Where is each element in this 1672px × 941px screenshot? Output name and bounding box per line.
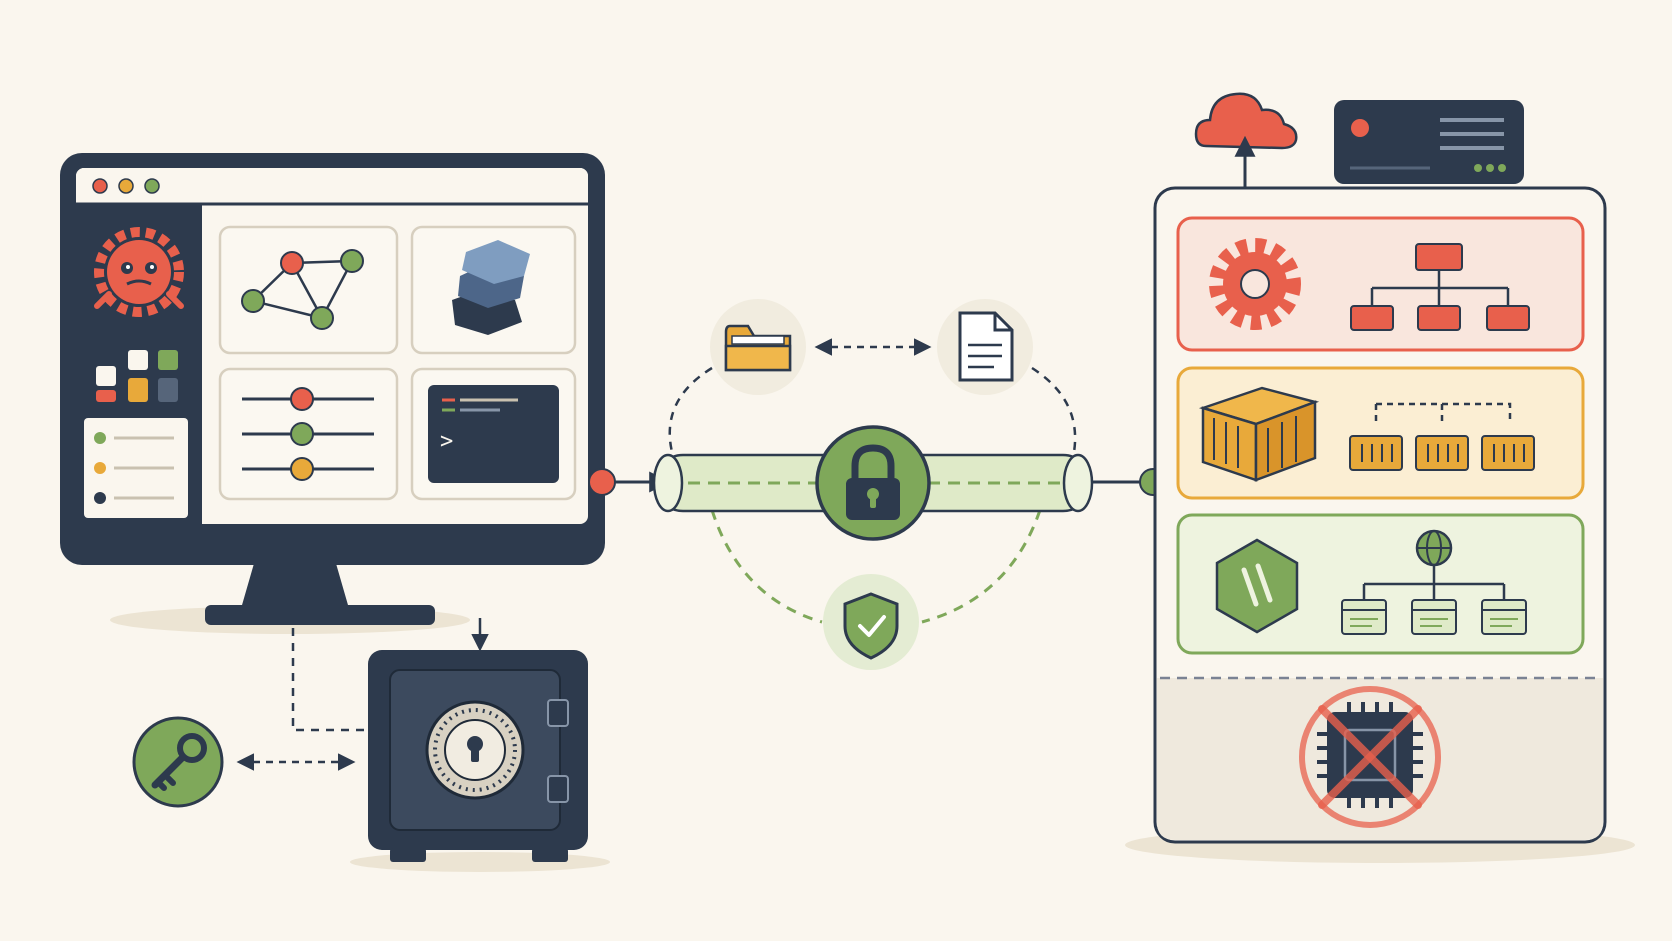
runtime-layer[interactable] <box>1176 513 1585 655</box>
graph-nodes-icon <box>241 249 364 330</box>
sliders-panel[interactable] <box>218 367 399 501</box>
containers-layer[interactable] <box>1176 366 1585 500</box>
crab-gear-logo <box>94 227 184 317</box>
layers-panel[interactable] <box>410 225 577 355</box>
container-tree-icon <box>1349 402 1535 471</box>
graph-nodes-panel[interactable] <box>218 225 399 355</box>
window-minimize-dot[interactable] <box>118 178 134 194</box>
monitor-connector-dot <box>588 468 616 496</box>
globe-network-icon <box>1341 529 1527 635</box>
cloud-upload-icon <box>1194 92 1298 190</box>
chip-crossed-out-icon <box>1299 686 1441 828</box>
secret-vault <box>291 618 610 872</box>
secure-tunnel <box>588 299 1167 670</box>
key-node <box>132 716 356 808</box>
orchestration-layer[interactable] <box>1176 216 1585 352</box>
folder-node <box>710 299 932 395</box>
key-icon <box>151 733 207 791</box>
hexagon-runtime-icon <box>1215 538 1299 634</box>
shield-check-icon <box>843 592 899 660</box>
window-close-dot[interactable] <box>92 178 108 194</box>
terminal-panel[interactable]: > <box>410 367 577 501</box>
gear-icon <box>1209 238 1301 330</box>
window-maximize-dot[interactable] <box>144 178 160 194</box>
platform-stack <box>1125 92 1635 863</box>
shipping-container-icon <box>1198 386 1320 482</box>
folder-icon <box>724 324 792 372</box>
desktop-monitor: > <box>60 153 605 634</box>
org-tree-icon <box>1350 243 1530 331</box>
dial-lock-icon <box>425 700 525 800</box>
sidebar-list <box>84 418 188 518</box>
color-swatches <box>96 350 178 402</box>
server-rack-icon <box>1334 100 1524 184</box>
terminal-prompt: > <box>440 429 453 454</box>
document-icon <box>958 311 1014 382</box>
shield-node <box>823 574 919 670</box>
padlock-icon <box>815 425 931 541</box>
layers-icon <box>452 240 530 335</box>
document-node <box>937 299 1033 395</box>
sliders-icon <box>242 387 374 481</box>
